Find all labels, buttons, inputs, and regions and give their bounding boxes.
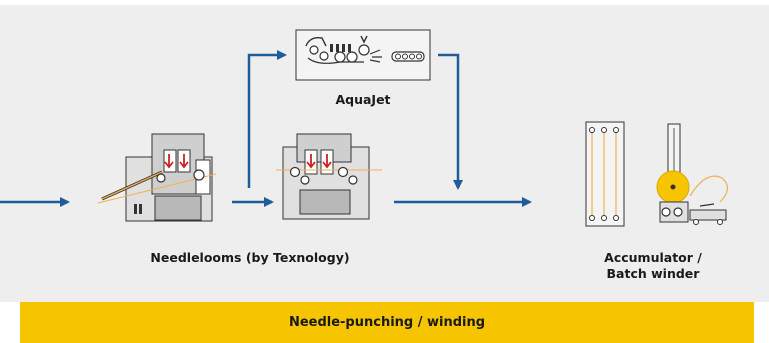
process-stage-bar: Needle-punching / winding [20, 302, 754, 343]
needleloom-2-icon [276, 133, 382, 220]
accumulator-label-line1: Accumulator / [604, 250, 702, 265]
needleloom-1-icon [97, 133, 217, 222]
batch-winder-icon [656, 123, 729, 225]
aquajet-label: AquaJet [335, 92, 391, 107]
accumulator-icon [585, 121, 625, 227]
accumulator-batch-winder-label: Accumulator / Batch winder [578, 250, 728, 282]
process-stage-label: Needle-punching / winding [288, 315, 486, 330]
needlelooms-label: Needlelooms (by Texnology) [150, 250, 350, 265]
accumulator-label-line2: Batch winder [606, 266, 700, 281]
arrow-loom-to-aquajet [247, 50, 287, 188]
aquajet-machine-icon [295, 29, 431, 81]
flow-arrows [0, 50, 532, 207]
arrow-aquajet-to-line [438, 53, 463, 190]
